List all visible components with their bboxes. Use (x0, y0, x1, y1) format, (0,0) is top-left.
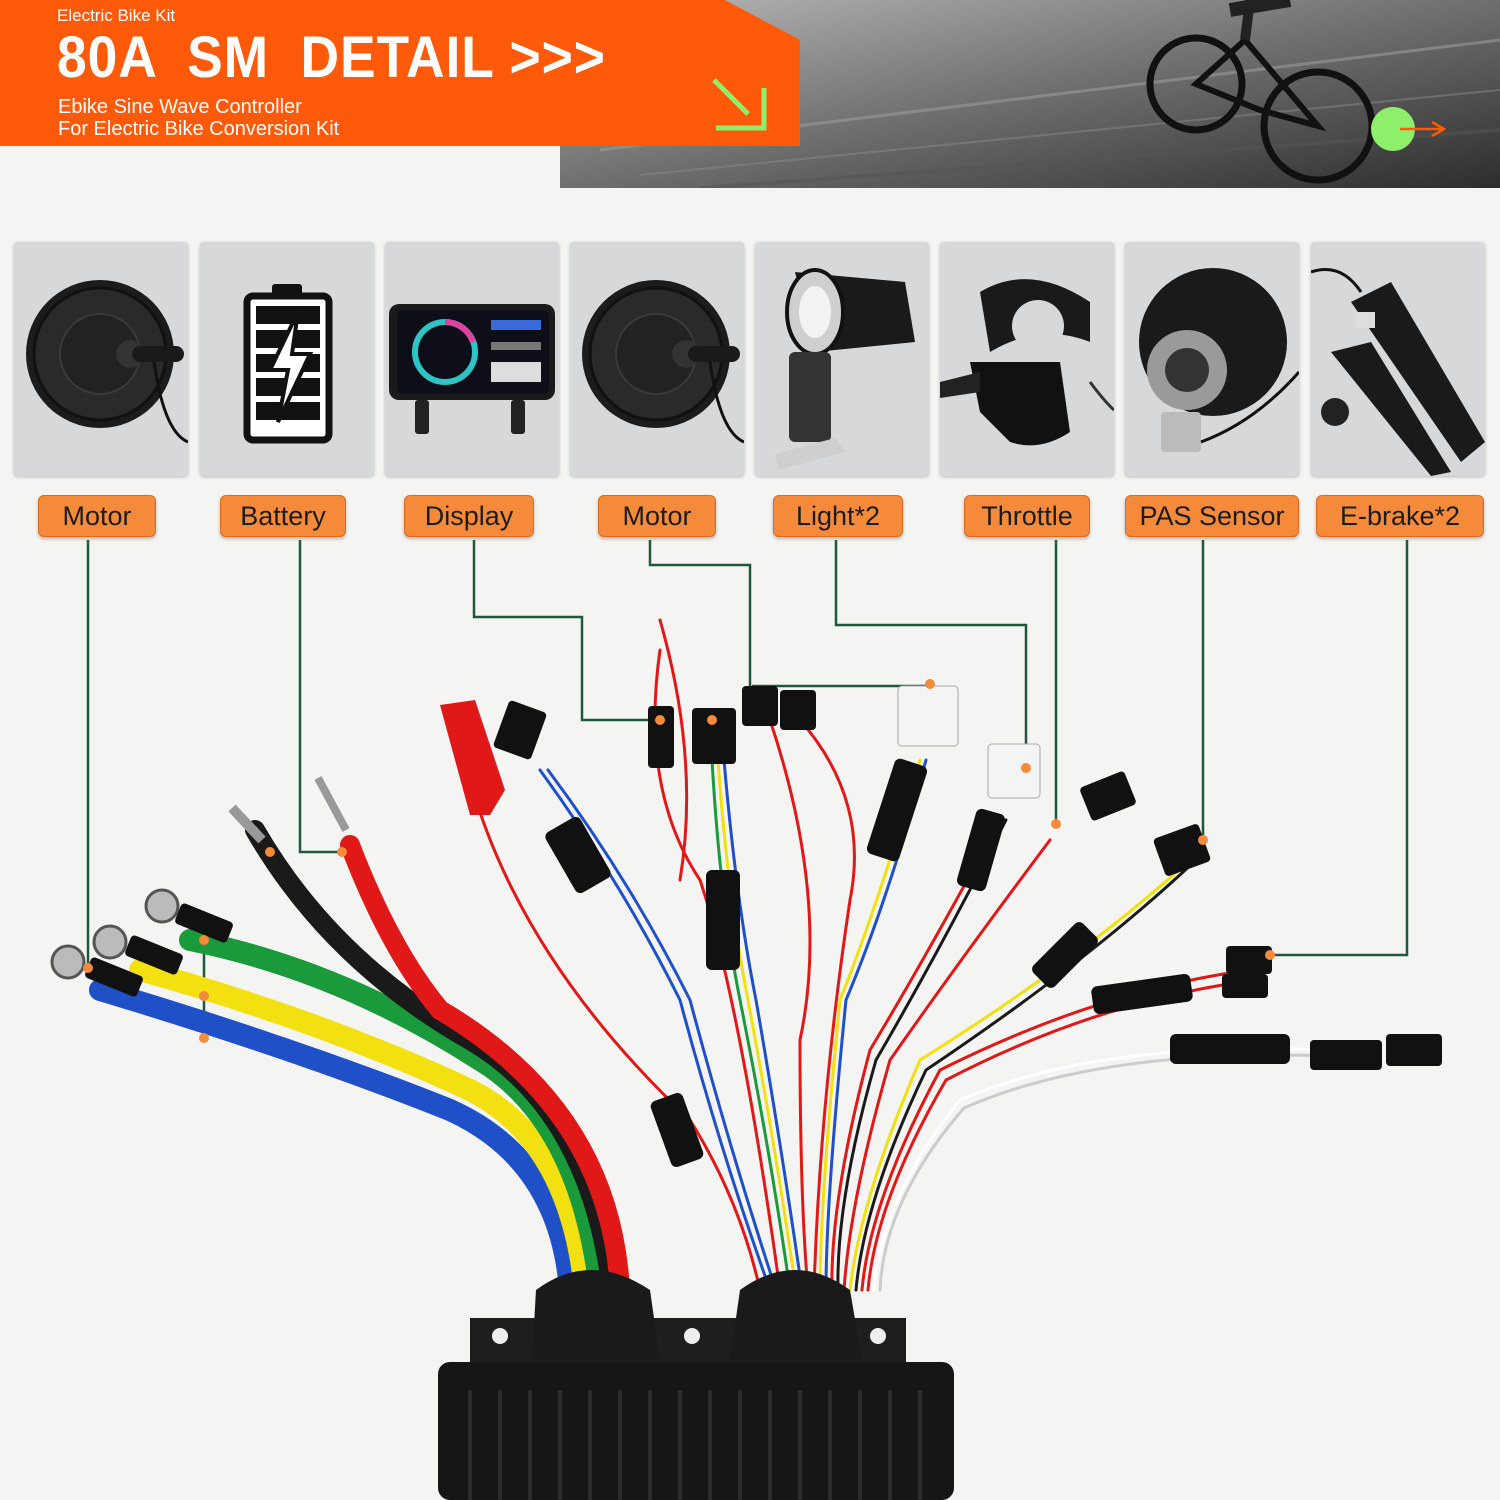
header-title: 80A SM DETAIL >>> (57, 25, 606, 90)
label-motor-1: Motor (38, 495, 156, 537)
subtitle-line-1: Ebike Sine Wave Controller (58, 96, 302, 118)
cyclist-image (1146, 0, 1376, 184)
hub-motor-icon (582, 280, 744, 444)
leader-e-brake (1270, 540, 1409, 957)
label-light: Light*2 (773, 495, 903, 537)
tile-motor-1 (14, 242, 188, 476)
tile-motor-2 (570, 242, 744, 476)
label-throttle: Throttle (964, 495, 1090, 537)
controller-wiring-diagram (50, 540, 1442, 1500)
display-icon (389, 304, 555, 434)
leader-lines (86, 540, 1409, 1038)
brake-lever-icon (1311, 268, 1485, 476)
tile-e-brake (1311, 242, 1485, 476)
wire-yellow (129, 959, 596, 1301)
phase-wires (89, 820, 630, 1301)
subtitle-line-2: For Electric Bike Conversion Kit (58, 118, 340, 140)
red-connector (440, 700, 505, 815)
ring-terminals (50, 776, 350, 997)
headlight-icon (775, 268, 915, 470)
controller-unit (438, 1270, 954, 1500)
arrow-down-right-icon (712, 78, 767, 131)
throttle-icon (940, 279, 1114, 446)
marker-dots (83, 679, 1275, 1043)
leader-display (472, 540, 660, 722)
wire-red-battery (340, 835, 630, 1300)
connectors (440, 685, 1442, 1168)
leader-light (752, 540, 1028, 765)
tile-battery (200, 242, 374, 476)
wire-green (179, 929, 611, 1301)
label-e-brake: E-brake*2 (1316, 495, 1484, 537)
header-banner (0, 0, 800, 146)
header-subtitle: Ebike Sine Wave Controller For Electric … (58, 96, 339, 140)
arrow-right-icon (1400, 120, 1447, 138)
leader-battery (298, 540, 342, 854)
label-battery: Battery (220, 495, 346, 537)
wire-blue (89, 979, 581, 1301)
label-motor-2: Motor (598, 495, 716, 537)
green-dot-icon (1371, 107, 1415, 151)
tile-pas-sensor (1125, 242, 1299, 476)
header-kicker: Electric Bike Kit (57, 6, 176, 25)
label-display: Display (404, 495, 534, 537)
tile-throttle (940, 242, 1114, 476)
leader-motor-2 (648, 540, 752, 690)
signal-wires (468, 618, 1332, 1292)
hub-motor-icon (26, 280, 188, 444)
battery-icon (243, 284, 333, 444)
label-pas-sensor: PAS Sensor (1125, 495, 1299, 537)
tile-light (755, 242, 929, 476)
pas-sensor-icon (1139, 268, 1299, 452)
tile-display (385, 242, 559, 476)
